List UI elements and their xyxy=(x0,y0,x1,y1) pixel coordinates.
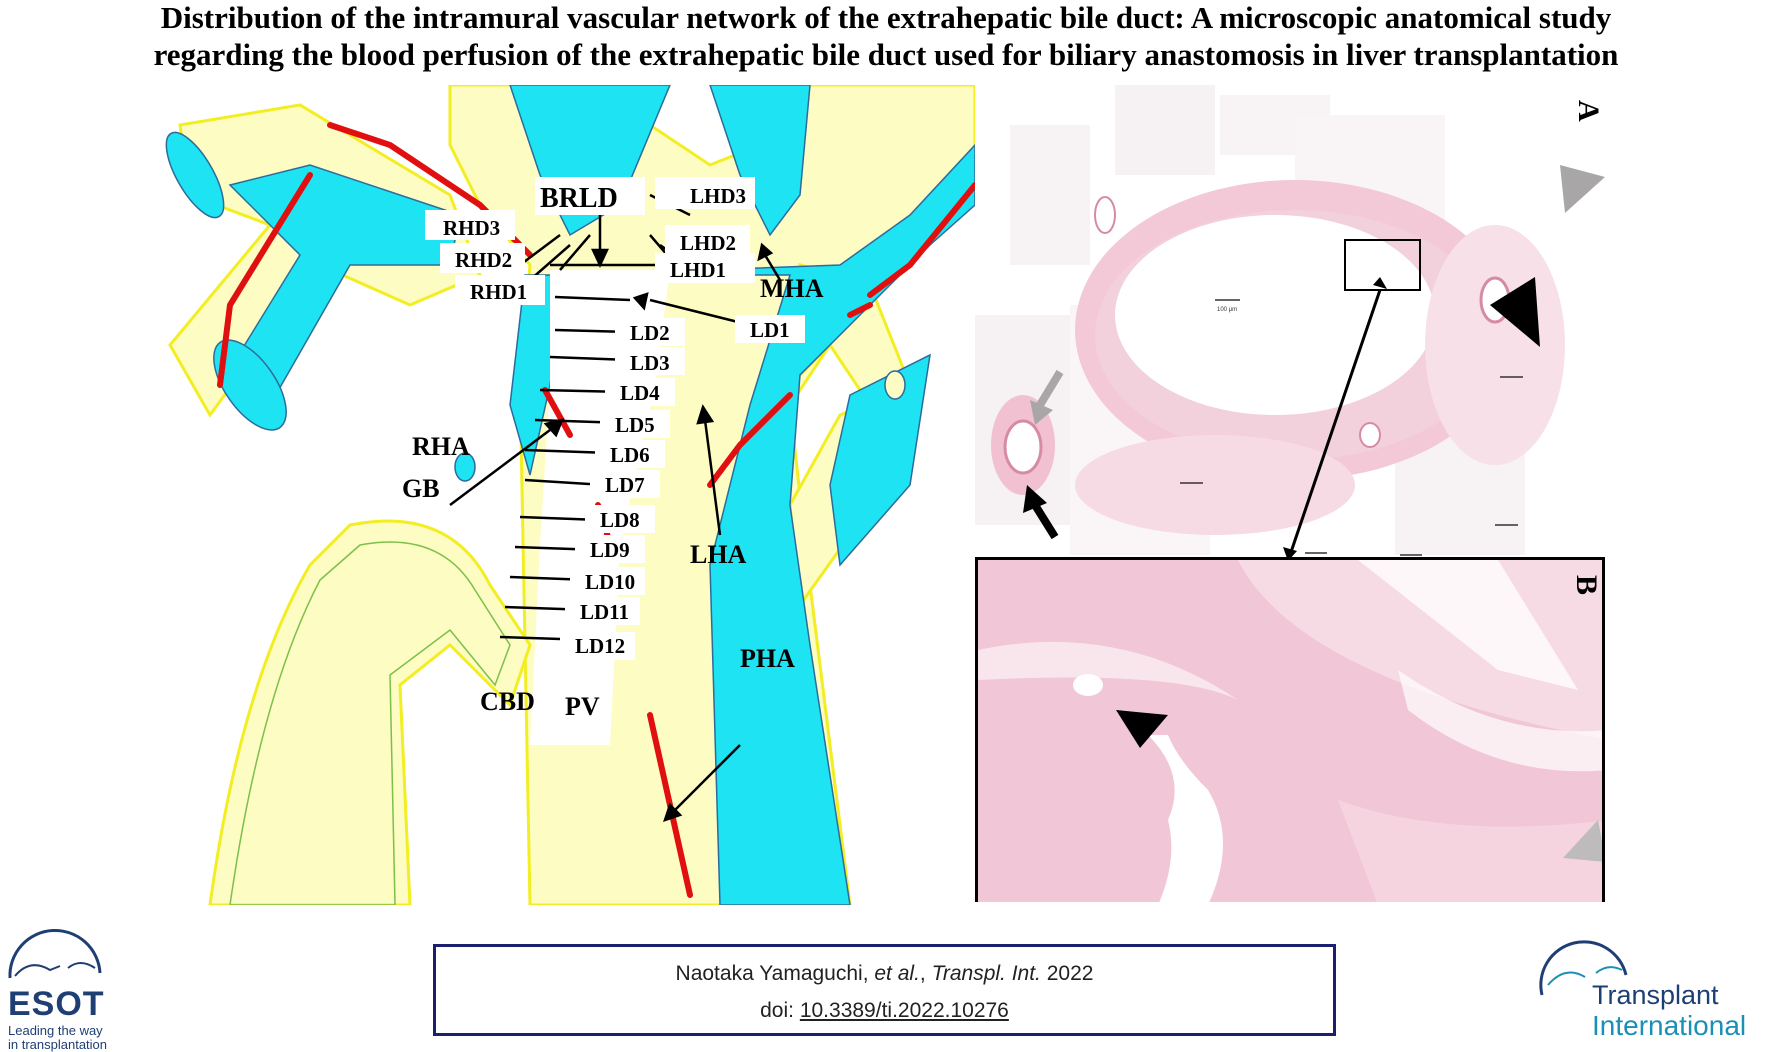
label-cbd: CBD xyxy=(480,687,535,716)
gray-arrow-icon xyxy=(1030,400,1053,425)
figure-title-line-2: regarding the blood perfusion of the ext… xyxy=(153,37,1619,72)
panel-b-label: B xyxy=(1570,575,1603,595)
label-lha: LHA xyxy=(690,540,747,569)
label-lhd2: LHD2 xyxy=(680,231,736,255)
label-ld10: LD10 xyxy=(585,570,635,594)
label-ld6: LD6 xyxy=(610,443,650,467)
esot-tagline-2: in transplantation xyxy=(8,1037,108,1052)
citation-separator: , xyxy=(919,962,932,985)
label-ld1: LD1 xyxy=(750,318,790,342)
citation-year: 2022 xyxy=(1040,962,1094,985)
label-ld5: LD5 xyxy=(615,413,655,437)
scale-bars xyxy=(1180,299,1523,556)
gray-arrowhead-icon xyxy=(1560,165,1605,213)
left-hepatic-artery xyxy=(867,182,975,298)
gallbladder xyxy=(208,519,532,905)
label-rha: RHA xyxy=(412,432,470,461)
label-lhd3: LHD3 xyxy=(690,184,746,208)
micrograph-panel-b: B xyxy=(975,557,1605,902)
citation-line: Naotaka Yamaguchi, et al., Transpl. Int.… xyxy=(436,962,1333,986)
panel-a-label: A xyxy=(1572,100,1605,122)
label-pha: PHA xyxy=(740,644,795,673)
label-rhd2: RHD2 xyxy=(455,248,512,272)
esot-logo xyxy=(8,929,102,979)
esot-tagline-1: Leading the way xyxy=(8,1023,103,1038)
label-ld9: LD9 xyxy=(590,538,630,562)
citation-authors: Naotaka Yamaguchi, xyxy=(675,962,875,985)
label-ld4: LD4 xyxy=(620,381,660,405)
label-ld12: LD12 xyxy=(575,634,625,658)
micrograph-panel-a: 100 μm A xyxy=(975,85,1605,560)
transplant-international-logo xyxy=(1539,940,1628,996)
label-boxes xyxy=(425,177,805,660)
label-ld8: LD8 xyxy=(600,508,640,532)
label-gb: GB xyxy=(402,474,440,503)
transplant-word: Transplant xyxy=(1592,980,1719,1010)
figure-title-line-1: Distribution of the intramural vascular … xyxy=(160,0,1612,35)
micrograph-panel-b-image: B xyxy=(978,560,1603,902)
doi-line: doi: 10.3389/ti.2022.10276 xyxy=(436,999,1333,1023)
micrograph-panel-a-image: 100 μm A xyxy=(975,85,1605,560)
international-word: International xyxy=(1592,1010,1747,1041)
doi-link[interactable]: 10.3389/ti.2022.10276 xyxy=(799,999,1009,1022)
black-arrow-icon xyxy=(1023,485,1047,513)
label-brld: BRLD xyxy=(540,183,618,214)
black-arrowhead-icon xyxy=(1490,277,1540,347)
right-hepatic-artery xyxy=(217,172,313,388)
citation-box: Naotaka Yamaguchi, et al., Transpl. Int.… xyxy=(433,944,1336,1036)
tube-ends xyxy=(165,131,906,482)
label-pv: PV xyxy=(565,692,600,721)
doi-prefix: doi: xyxy=(760,999,800,1022)
label-ld7: LD7 xyxy=(605,473,645,497)
bile-duct-diagram: BRLD RHD3 RHD2 RHD1 LHD3 LHD2 LHD1 MHA L… xyxy=(150,85,975,905)
label-rhd1: RHD1 xyxy=(470,280,527,304)
label-rhd3: RHD3 xyxy=(443,216,500,240)
panel-b-inset-box xyxy=(1344,239,1421,291)
label-lhd1: LHD1 xyxy=(670,258,726,282)
scale-bar-label: 100 μm xyxy=(1217,307,1237,313)
citation-journal: Transpl. Int. xyxy=(931,962,1041,985)
esot-name: ESOT xyxy=(8,985,105,1023)
citation-etal: et al. xyxy=(874,962,920,985)
label-ld11: LD11 xyxy=(580,600,629,624)
bile-duct-lumen xyxy=(1115,215,1435,415)
label-ld3: LD3 xyxy=(630,351,670,375)
gray-arrowhead-icon xyxy=(1563,820,1602,862)
black-arrowhead-icon xyxy=(1116,710,1168,748)
label-mha: MHA xyxy=(760,274,824,303)
label-ld2: LD2 xyxy=(630,321,670,345)
